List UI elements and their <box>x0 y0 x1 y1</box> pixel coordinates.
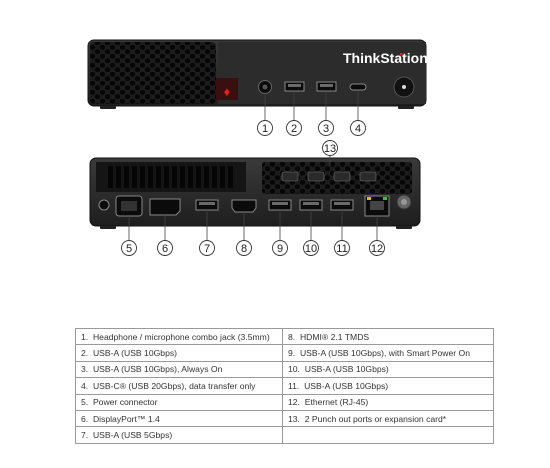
callout-11: 11 <box>334 240 350 256</box>
callout-3: 3 <box>318 120 334 136</box>
legend-item-11: 11. USB-A (USB 10Gbps) <box>282 377 494 395</box>
legend-item-13: 13. 2 Punch out ports or expansion card* <box>282 409 494 428</box>
callout-5: 5 <box>121 240 137 256</box>
callout-10: 10 <box>303 240 319 256</box>
legend-item-7: 7. USB-A (USB 5Gbps) <box>75 426 283 444</box>
callout-12: 12 <box>369 240 385 256</box>
logo-red-dot <box>400 53 403 56</box>
svg-text:13: 13 <box>324 143 336 155</box>
legend-item-2: 2. USB-A (USB 10Gbps) <box>75 344 283 362</box>
svg-text:2: 2 <box>291 123 297 135</box>
ports-legend-table: 1. Headphone / microphone combo jack (3.… <box>75 327 494 444</box>
callout-2: 2 <box>286 120 302 136</box>
legend-empty-cell <box>282 426 494 444</box>
callout-4: 4 <box>350 120 366 136</box>
callout-6: 6 <box>157 240 173 256</box>
legend-item-1: 1. Headphone / microphone combo jack (3.… <box>75 327 283 346</box>
legend-item-9: 9. USB-A (USB 10Gbps), with Smart Power … <box>282 344 494 362</box>
callout-13: 13 <box>322 140 338 156</box>
callout-8: 8 <box>236 240 252 256</box>
svg-text:6: 6 <box>162 243 168 255</box>
svg-text:11: 11 <box>336 243 347 255</box>
svg-text:1: 1 <box>262 123 268 135</box>
table-row: 2. USB-A (USB 10Gbps) 9. USB-A (USB 10Gb… <box>75 344 494 362</box>
front-panel: ♦ ThinkStation <box>87 39 428 109</box>
legend-item-6: 6. DisplayPort™ 1.4 <box>75 409 283 428</box>
ports-diagram: ♦ ThinkStation <box>87 39 428 256</box>
svg-text:12: 12 <box>371 243 383 255</box>
punch-out-ports <box>281 171 377 182</box>
legend-item-12: 12. Ethernet (RJ-45) <box>282 393 494 411</box>
front-usb-c-port <box>349 83 367 91</box>
front-red-badge: ♦ <box>224 84 231 99</box>
legend-item-5: 5. Power connector <box>75 393 283 411</box>
svg-text:5: 5 <box>126 243 132 255</box>
svg-text:4: 4 <box>355 123 361 135</box>
displayport-port <box>149 198 181 216</box>
hdmi-port <box>231 199 257 213</box>
legend-item-10: 10. USB-A (USB 10Gbps) <box>282 360 494 379</box>
legend-item-8: 8. HDMI® 2.1 TMDS <box>282 327 494 346</box>
table-row: 3. USB-A (USB 10Gbps), Always On 10. USB… <box>75 360 494 379</box>
table-row: 6. DisplayPort™ 1.4 13. 2 Punch out port… <box>75 409 494 428</box>
callout-1: 1 <box>257 120 273 136</box>
svg-text:7: 7 <box>204 243 210 255</box>
svg-text:8: 8 <box>241 243 247 255</box>
callout-9: 9 <box>272 240 288 256</box>
legend-item-3: 3. USB-A (USB 10Gbps), Always On <box>75 360 283 379</box>
table-row: 7. USB-A (USB 5Gbps) <box>75 426 494 444</box>
table-row: 5. Power connector 12. Ethernet (RJ-45) <box>75 393 494 411</box>
legend-item-4: 4. USB-C® (USB 20Gbps), data transfer on… <box>75 377 283 395</box>
svg-text:10: 10 <box>305 243 317 255</box>
rear-panel <box>89 157 421 229</box>
svg-text:3: 3 <box>323 123 329 135</box>
svg-text:9: 9 <box>277 243 283 255</box>
table-row: 1. Headphone / microphone combo jack (3.… <box>75 327 494 346</box>
thinkstation-logo: ThinkStation <box>343 50 428 66</box>
callout-7: 7 <box>199 240 215 256</box>
table-row: 4. USB-C® (USB 20Gbps), data transfer on… <box>75 377 494 395</box>
